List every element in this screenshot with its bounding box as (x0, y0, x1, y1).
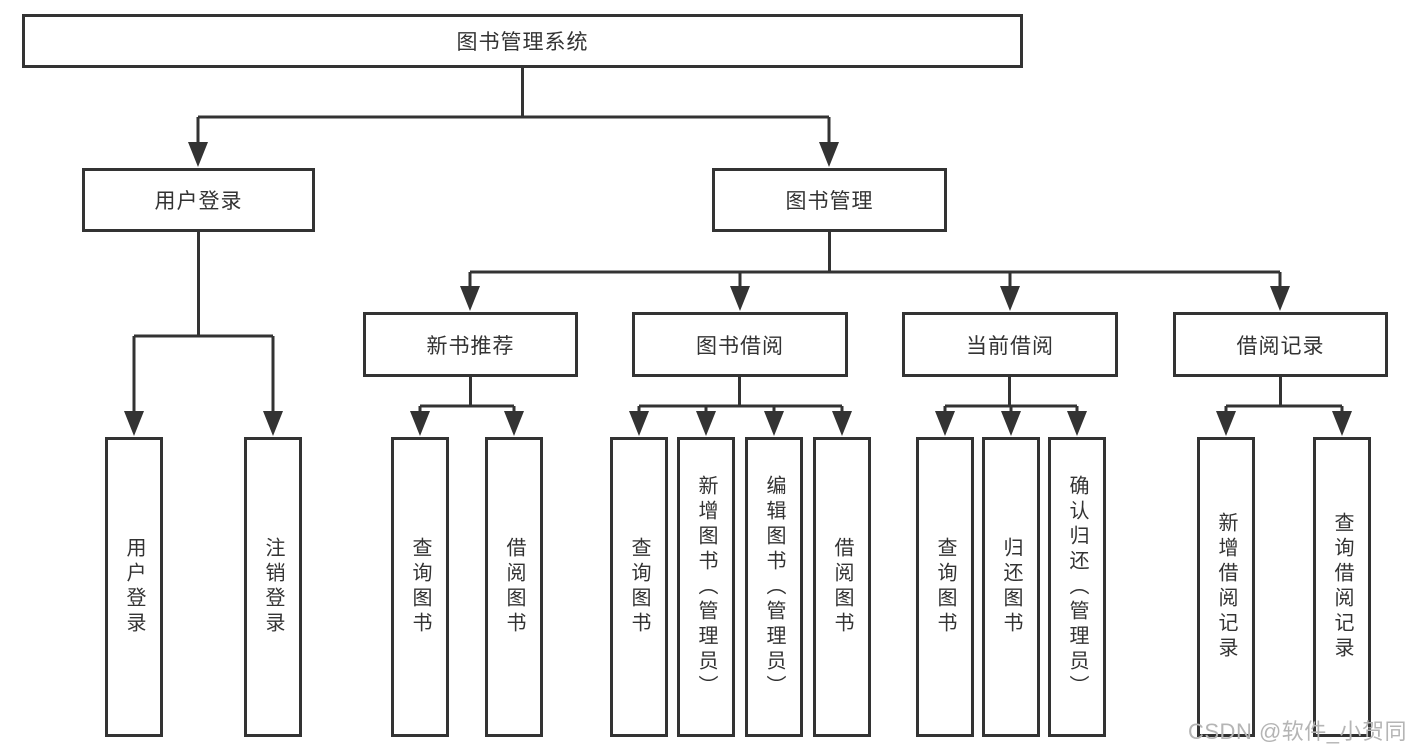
node-label: 查询借阅记录 (1331, 512, 1353, 662)
leaf-borrow-books: 借阅图书 (813, 437, 871, 737)
node-current-borrow: 当前借阅 (902, 312, 1118, 377)
node-label: 新增借阅记录 (1215, 512, 1237, 662)
node-book-borrow: 图书借阅 (632, 312, 848, 377)
leaf-return-books: 归还图书 (982, 437, 1040, 737)
node-label: 新增图书（管理员） (695, 474, 717, 700)
leaf-confirm-return-admin: 确认归还（管理员） (1048, 437, 1106, 737)
node-label: 新书推荐 (426, 334, 515, 358)
csdn-watermark: CSDN @软件_小贺同学 (1188, 719, 1405, 744)
leaf-user-login: 用户登录 (105, 437, 163, 737)
node-label: 借阅记录 (1236, 334, 1325, 358)
node-label: 图书管理 (785, 190, 874, 213)
node-label: 注销登录 (262, 537, 284, 637)
leaf-borrow-books: 借阅图书 (485, 437, 543, 737)
node-label: 确认归还（管理员） (1066, 474, 1088, 700)
arrowheads (124, 142, 1352, 436)
leaf-add-borrow-record: 新增借阅记录 (1197, 437, 1255, 737)
node-label: 归还图书 (1000, 537, 1022, 637)
node-label: 用户登录 (123, 537, 145, 637)
node-user-login-branch: 用户登录 (82, 168, 315, 232)
node-borrow-records: 借阅记录 (1173, 312, 1388, 377)
leaf-logout: 注销登录 (244, 437, 302, 737)
leaf-query-books: 查询图书 (610, 437, 668, 737)
node-new-book-recommend: 新书推荐 (363, 312, 578, 377)
node-book-management-branch: 图书管理 (712, 168, 947, 232)
node-label: 借阅图书 (503, 537, 525, 637)
node-label: 图书管理系统 (456, 31, 589, 54)
node-label: 借阅图书 (831, 537, 853, 637)
leaf-query-books: 查询图书 (391, 437, 449, 737)
leaf-edit-books-admin: 编辑图书（管理员） (745, 437, 803, 737)
node-label: 图书借阅 (696, 334, 784, 358)
node-label: 查询图书 (934, 537, 956, 637)
node-root-system: 图书管理系统 (22, 14, 1023, 68)
node-label: 查询图书 (628, 537, 650, 637)
node-label: 当前借阅 (966, 334, 1054, 358)
leaf-add-books-admin: 新增图书（管理员） (677, 437, 735, 737)
leaf-query-books: 查询图书 (916, 437, 974, 737)
node-label: 查询图书 (409, 537, 431, 637)
leaf-query-borrow-record: 查询借阅记录 (1313, 437, 1371, 737)
node-label: 用户登录 (154, 190, 243, 213)
node-label: 编辑图书（管理员） (763, 474, 785, 700)
